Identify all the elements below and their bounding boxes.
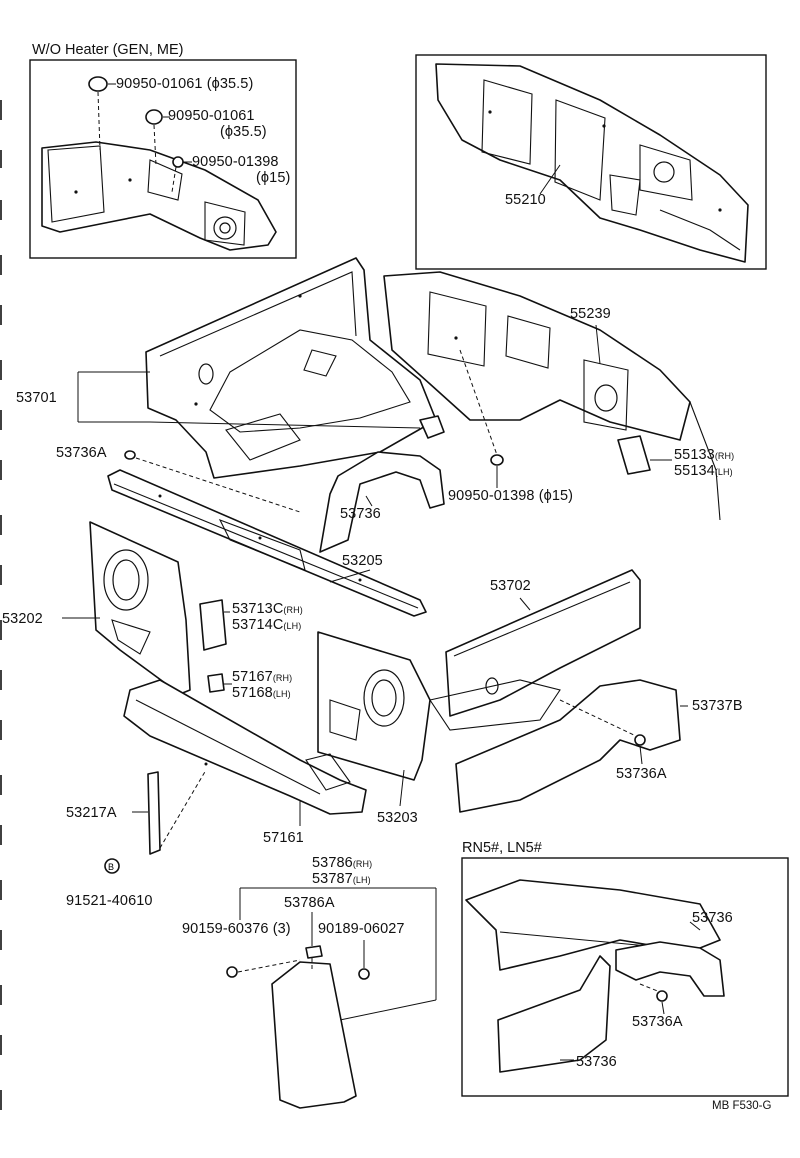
label-53786-side: (RH) <box>352 859 373 869</box>
label-57167: 57167(RH) <box>232 669 292 686</box>
label-53736A-mid: 53736A <box>616 766 667 782</box>
brace-53713C-53714C <box>199 599 230 651</box>
bolt-91521-40610: B <box>104 858 120 874</box>
clip-53736A-mid <box>634 734 646 765</box>
label-90950-01061-b: 90950-01061 <box>168 108 255 124</box>
upper-support-53205 <box>107 469 427 617</box>
label-53217A: 53217A <box>66 805 117 821</box>
fender-apron-53702 <box>429 569 641 731</box>
label-53786A: 53786A <box>284 895 335 911</box>
bracket-57167-57168 <box>207 673 232 693</box>
label-55210: 55210 <box>505 192 546 208</box>
leader-53701 <box>77 371 421 429</box>
label-53701: 53701 <box>16 390 57 406</box>
clip-53736A-top <box>124 450 301 513</box>
cowl-bracket <box>419 415 445 439</box>
leader-55239 <box>595 324 601 365</box>
label-55134-num: 55134 <box>674 463 715 479</box>
label-53713C-num: 53713C <box>232 601 284 617</box>
grommet-90950-01398 <box>459 349 504 488</box>
dash-panel-inset-frame <box>415 54 767 270</box>
label-57167-side: (RH) <box>272 673 293 683</box>
label-55133: 55133(RH) <box>674 447 734 464</box>
wo-heater-dash-panel <box>41 141 277 251</box>
label-57167-num: 57167 <box>232 669 273 685</box>
label-53736A-top: 53736A <box>56 445 107 461</box>
label-53714C-side: (LH) <box>283 621 302 631</box>
rn5-inset-frame <box>461 857 789 1097</box>
dash-panel-55239 <box>383 271 721 521</box>
bracket-55133-55134 <box>617 435 672 475</box>
label-55133-side: (RH) <box>714 451 735 461</box>
seal-53737B <box>455 679 688 813</box>
label-53736-inset-b: 53736 <box>576 1054 617 1070</box>
label-90950-01398-b: 90950-01398 (ϕ15) <box>448 488 574 504</box>
label-90950-01061-a: 90950-01061 (ϕ35.5) <box>116 76 254 92</box>
label-90189-06027: 90189-06027 <box>318 921 405 937</box>
label-53736-top: 53736 <box>340 506 381 522</box>
mud-guard-group <box>226 887 437 1109</box>
radiator-support-side-53203 <box>317 631 431 807</box>
lower-crossmember-57161 <box>123 679 367 826</box>
label-90950-01061-b-dim: (ϕ35.5) <box>220 124 267 140</box>
label-57168-side: (LH) <box>272 689 291 699</box>
footer-code: MB F530-G <box>712 1100 772 1112</box>
label-53787-num: 53787 <box>312 871 353 887</box>
label-53714C-num: 53714C <box>232 617 284 633</box>
label-53713C: 53713C(RH) <box>232 601 303 618</box>
label-53202: 53202 <box>2 611 43 627</box>
label-53205: 53205 <box>342 553 383 569</box>
label-53713C-side: (RH) <box>283 605 303 615</box>
rn5-inset-parts <box>465 879 725 1073</box>
radiator-support-side-53202 <box>62 521 191 695</box>
label-53737B: 53737B <box>692 698 743 714</box>
label-53786: 53786(RH) <box>312 855 372 872</box>
wo-heater-plug-large-a <box>88 76 116 151</box>
label-53714C: 53714C(LH) <box>232 617 301 634</box>
label-53203: 53203 <box>377 810 418 826</box>
label-53786-num: 53786 <box>312 855 353 871</box>
label-53787-side: (LH) <box>352 875 371 885</box>
dash-panel-55210 <box>435 63 749 263</box>
label-55134-side: (LH) <box>714 467 733 477</box>
seal-53736-top <box>319 451 445 553</box>
wo-heater-plug-large-b <box>145 109 170 166</box>
label-53736-inset-a: 53736 <box>692 910 733 926</box>
label-90159-60376: 90159-60376 (3) <box>182 921 291 937</box>
label-53702: 53702 <box>490 578 531 594</box>
rn5-inset-title: RN5#, LN5# <box>462 840 542 856</box>
label-53787: 53787(LH) <box>312 871 371 888</box>
label-53736A-inset: 53736A <box>632 1014 683 1030</box>
wo-heater-inset-frame <box>29 59 297 259</box>
label-91521-40610: 91521-40610 <box>66 893 153 909</box>
label-90950-01398-a: 90950-01398 <box>192 154 279 170</box>
label-55134: 55134(LH) <box>674 463 733 480</box>
label-55133-num: 55133 <box>674 447 715 463</box>
label-57161: 57161 <box>263 830 304 846</box>
label-57168-num: 57168 <box>232 685 273 701</box>
label-90950-01398-a-dim: (ϕ15) <box>256 170 291 186</box>
label-55239: 55239 <box>570 306 611 322</box>
wo-heater-plug-small <box>171 156 192 193</box>
leader-55210 <box>539 164 561 195</box>
wo-heater-inset-title: W/O Heater (GEN, ME) <box>32 42 184 58</box>
hood-lock-support-53217A <box>132 769 207 855</box>
label-57168: 57168(LH) <box>232 685 291 702</box>
svg-text:B: B <box>108 862 114 872</box>
